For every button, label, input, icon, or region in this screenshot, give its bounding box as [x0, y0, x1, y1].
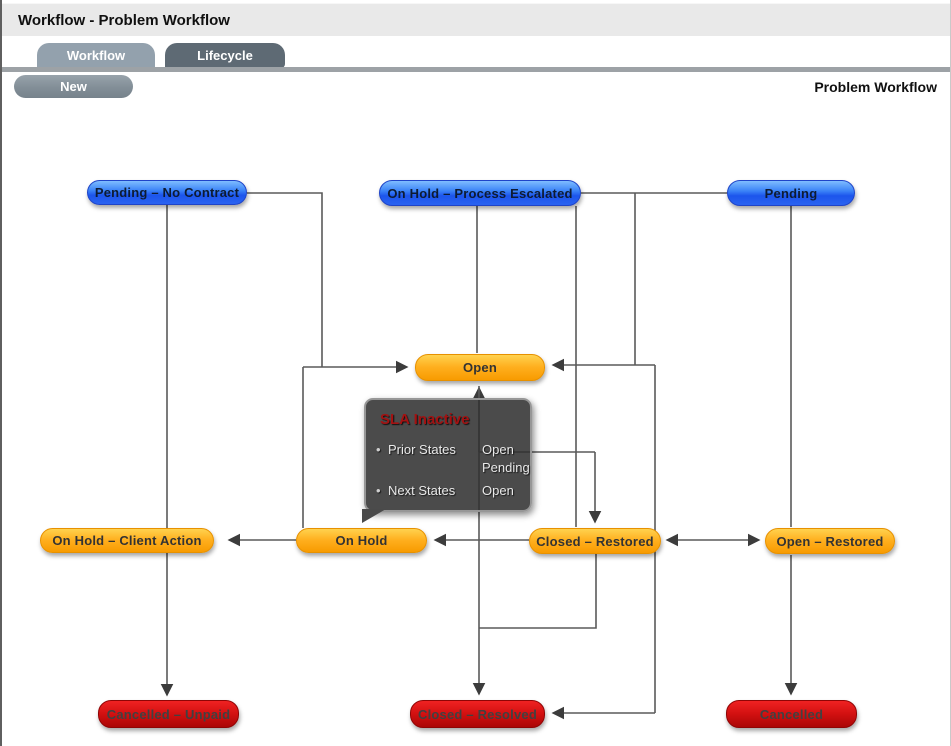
tooltip-title: SLA Inactive: [380, 411, 470, 428]
bullet-icon: •: [376, 483, 381, 498]
spacer: [376, 460, 388, 475]
tab-lifecycle[interactable]: Lifecycle: [165, 43, 285, 68]
next-states-label: Next States: [388, 483, 456, 498]
spacer: [388, 460, 474, 475]
node-pending-no-contract[interactable]: Pending – No Contract: [87, 180, 247, 205]
node-cancelled-unpaid[interactable]: Cancelled – Unpaid: [98, 700, 239, 728]
node-on-hold-process-escalated[interactable]: On Hold – Process Escalated: [379, 180, 581, 206]
node-closed-resolved[interactable]: Closed – Resolved: [410, 700, 545, 728]
node-on-hold[interactable]: On Hold: [296, 528, 427, 553]
bullet-icon: •: [376, 442, 381, 457]
page-title: Workflow - Problem Workflow: [18, 12, 230, 29]
prior-states-label: Prior States: [388, 442, 456, 457]
tab-bar-divider: [2, 67, 950, 72]
tooltip-prior-states-row: • Prior States Open: [376, 442, 514, 457]
prior-states-value-2: Pending: [482, 460, 530, 475]
tab-workflow[interactable]: Workflow: [37, 43, 155, 68]
title-bar: Workflow - Problem Workflow: [2, 3, 950, 36]
sla-status-tooltip: SLA Inactive • Prior States Open Pending…: [362, 398, 532, 523]
node-cancelled[interactable]: Cancelled: [726, 700, 857, 728]
new-button[interactable]: New: [14, 75, 133, 98]
prior-states-value-1: Open: [482, 442, 514, 457]
tooltip-prior-states-row2: Pending: [376, 460, 530, 475]
workflow-name-label: Problem Workflow: [814, 79, 937, 95]
node-on-hold-client-action[interactable]: On Hold – Client Action: [40, 528, 214, 553]
node-closed-restored[interactable]: Closed – Restored: [529, 528, 661, 554]
tooltip-next-states-row: • Next States Open: [376, 483, 514, 498]
next-states-value-1: Open: [482, 483, 514, 498]
node-open-restored[interactable]: Open – Restored: [765, 528, 895, 554]
node-open[interactable]: Open: [415, 354, 545, 381]
node-pending[interactable]: Pending: [727, 180, 855, 206]
